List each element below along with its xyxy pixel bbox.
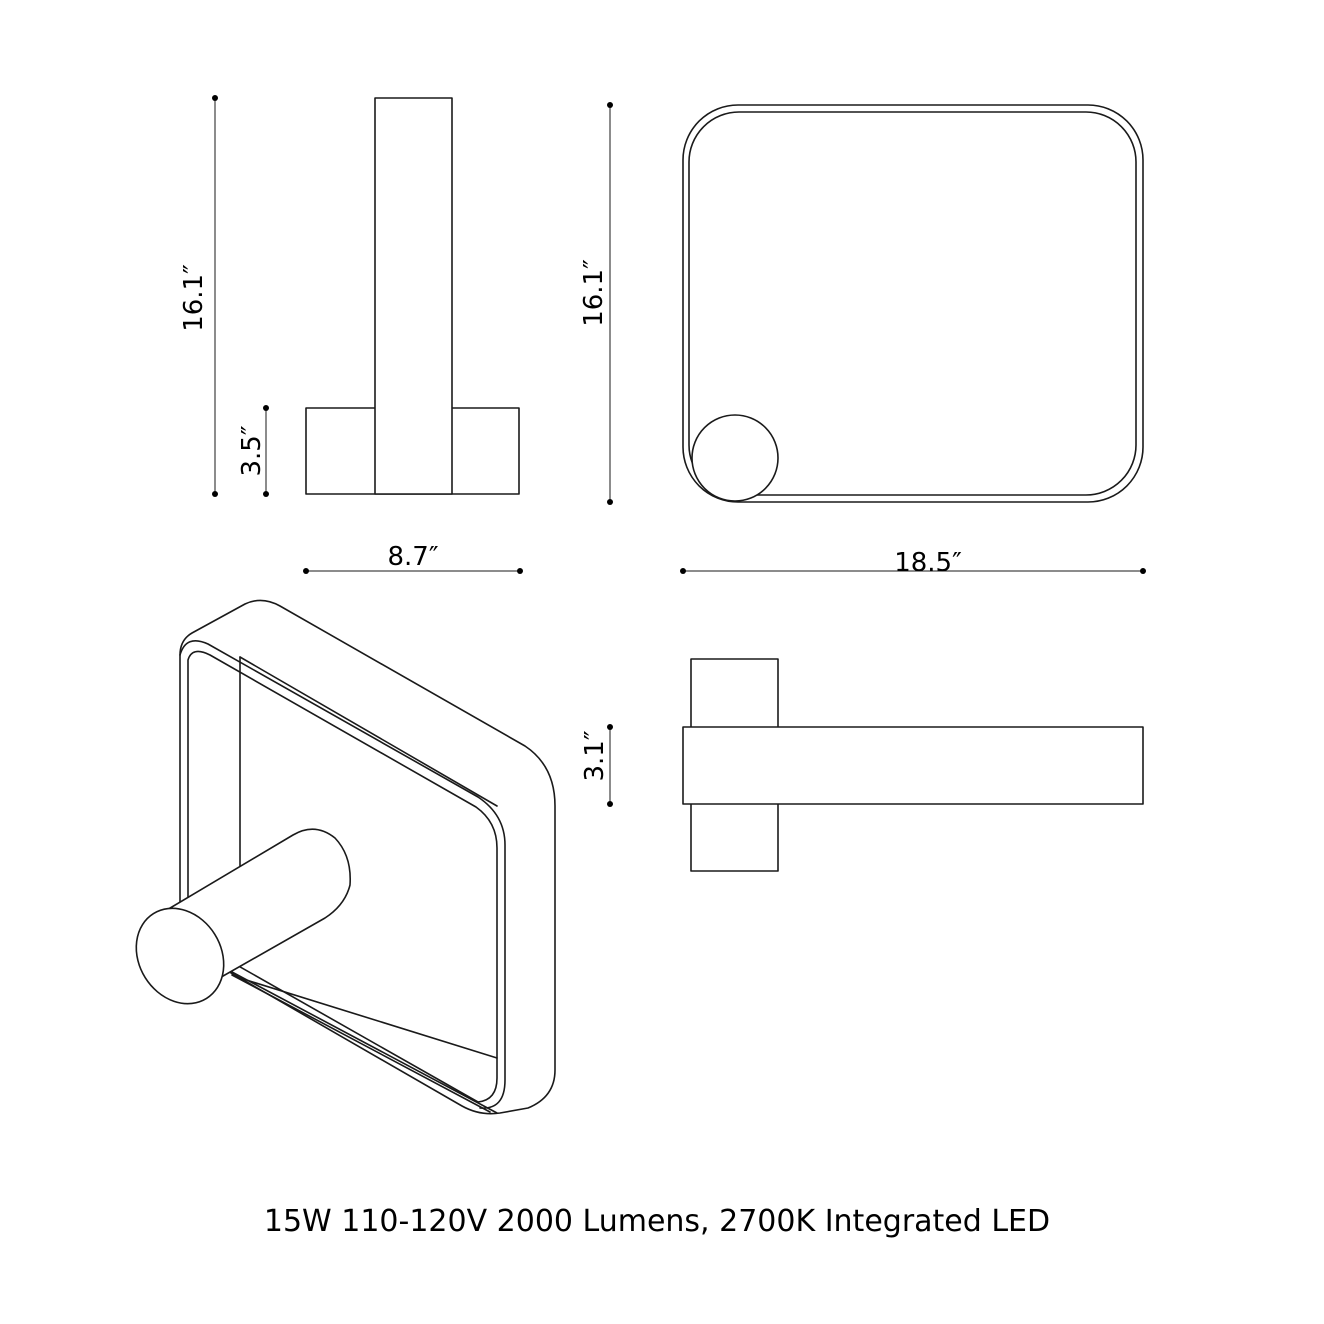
dimension-dot bbox=[607, 801, 613, 807]
spec-text: 15W 110-120V 2000 Lumens, 2700K Integrat… bbox=[263, 1204, 1051, 1239]
dimension-top-depth-label: 3.1″ bbox=[580, 730, 610, 781]
iso-frame-inner-edge bbox=[239, 977, 498, 1059]
dimension-dot bbox=[607, 724, 613, 730]
dimension-front-width-label: 18.5″ bbox=[894, 548, 962, 578]
iso-frame-rim bbox=[179, 640, 506, 1109]
dimension-dot bbox=[517, 568, 523, 574]
top-view-panel bbox=[682, 726, 1144, 805]
side-view-panel bbox=[374, 97, 453, 495]
dimension-dot bbox=[680, 568, 686, 574]
dimension-side-height-label: 16.1″ bbox=[179, 264, 209, 332]
iso-frame-inner-bottom bbox=[231, 974, 491, 1113]
dimension-dot bbox=[607, 499, 613, 505]
dimension-dot bbox=[303, 568, 309, 574]
front-view-frame-outer bbox=[682, 104, 1144, 503]
front-view-frame-inner bbox=[688, 111, 1137, 496]
isometric-view bbox=[135, 599, 556, 1115]
iso-frame-inner-lower bbox=[231, 971, 498, 1114]
side-view bbox=[305, 97, 520, 495]
dimension-top-depth: 3.1″ bbox=[580, 724, 613, 807]
top-view bbox=[682, 658, 1144, 872]
dimension-dot bbox=[212, 491, 218, 497]
front-view bbox=[682, 104, 1144, 503]
dimension-side-depth: 8.7″ bbox=[303, 542, 523, 574]
dimension-dot bbox=[263, 491, 269, 497]
dimension-dot bbox=[263, 405, 269, 411]
dimension-dot bbox=[212, 95, 218, 101]
iso-cylinder-end bbox=[135, 907, 225, 1005]
dimension-front-height-label: 16.1″ bbox=[579, 259, 609, 327]
dimension-base-height-label: 3.5″ bbox=[237, 425, 267, 476]
front-view-light-head bbox=[691, 414, 779, 502]
dimension-side-height: 16.1″ bbox=[179, 95, 218, 497]
dimension-dot bbox=[607, 102, 613, 108]
dimension-front-width: 18.5″ bbox=[680, 548, 1146, 578]
dimension-base-height: 3.5″ bbox=[237, 405, 269, 497]
iso-frame-inner-edge bbox=[239, 656, 498, 807]
dimension-dot bbox=[1140, 568, 1146, 574]
dimension-side-depth-label: 8.7″ bbox=[387, 542, 438, 572]
iso-frame-outer bbox=[179, 599, 556, 1115]
dimension-front-height: 16.1″ bbox=[579, 102, 613, 505]
